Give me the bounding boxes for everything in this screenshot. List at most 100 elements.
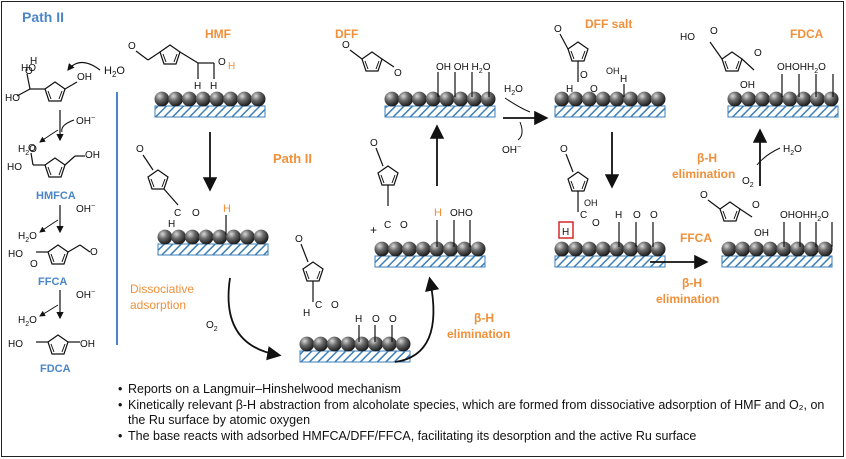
adsorbed-salt-beta-h: O C OH O: [560, 144, 600, 229]
svg-text:H2O: H2O: [783, 144, 802, 157]
dff-salt-molecule: O H O O: [554, 24, 598, 95]
ru-atom: [395, 336, 411, 352]
svg-text:+: +: [370, 223, 377, 237]
ru-atom: [735, 241, 750, 257]
adsorbed-alkoxide-1: O H C O: [136, 144, 200, 230]
ru-atom: [250, 91, 266, 107]
ru-atom: [650, 241, 666, 257]
svg-text:H2O: H2O: [18, 231, 37, 244]
svg-text:OH−: OH−: [76, 289, 95, 301]
surface-slab: [721, 255, 833, 268]
ru-atom: [623, 241, 638, 257]
ru-atom: [327, 336, 342, 352]
svg-text:OHO: OHO: [450, 208, 473, 219]
ru-atom: [595, 241, 611, 257]
ru-surface: [721, 241, 833, 268]
ru-atom: [368, 336, 383, 352]
svg-text:H: H: [620, 74, 627, 85]
svg-text:H: H: [303, 308, 310, 319]
ru-surface: [727, 91, 839, 118]
svg-text:H: H: [194, 81, 201, 92]
svg-text:H: H: [30, 56, 37, 67]
svg-text:C: C: [174, 208, 181, 219]
svg-text:HO: HO: [8, 339, 23, 350]
ru-atom: [782, 91, 798, 107]
ru-atom: [398, 91, 413, 107]
svg-text:OH−: OH−: [76, 203, 95, 215]
ru-surface: [157, 229, 269, 256]
left-path-panel: Path II HO HO OH O H H2O OH− H2O: [5, 9, 125, 375]
ru-atom: [384, 91, 400, 107]
ru-surface: [554, 241, 666, 268]
ru-atom: [762, 241, 778, 257]
surface-slab: [157, 243, 269, 256]
hmfca-label: HMFCA: [36, 190, 76, 202]
svg-text:O: O: [394, 68, 402, 79]
ru-atom: [554, 91, 570, 107]
svg-text:OH: OH: [80, 339, 95, 350]
ru-atom: [425, 91, 441, 107]
ru-atom: [623, 91, 638, 107]
svg-text:O: O: [554, 24, 562, 35]
ru-atom: [198, 229, 214, 245]
ru-surface: [384, 91, 496, 118]
svg-text:HO: HO: [680, 32, 695, 43]
svg-text:OHOHH2O: OHOHH2O: [777, 62, 826, 75]
ru-atom: [240, 229, 255, 245]
ru-atom: [209, 91, 225, 107]
ru-atom: [223, 91, 238, 107]
ru-atom: [609, 91, 625, 107]
arrow-curve-o2: [227, 277, 282, 361]
surface-slab: [554, 105, 666, 118]
ru-atom: [253, 229, 269, 245]
h2o-release-curve: [504, 97, 531, 113]
ru-surface: [554, 91, 666, 118]
elimination-label-2: elimination: [672, 167, 735, 181]
beta-h-label-1: β-H: [474, 311, 494, 325]
ru-atom: [171, 229, 186, 245]
svg-text:O: O: [192, 208, 200, 219]
svg-text:H: H: [615, 210, 622, 221]
ru-atom: [582, 91, 597, 107]
svg-text:O2: O2: [742, 176, 754, 189]
ru-atom: [388, 241, 403, 257]
ru-atom: [582, 241, 597, 257]
svg-text:HO: HO: [8, 249, 23, 260]
ru-atom: [595, 91, 611, 107]
fdca-label: FDCA: [790, 27, 824, 41]
ru-atom: [721, 241, 737, 257]
fdca-molecule: HO O O OH: [680, 26, 762, 91]
svg-text:OH−: OH−: [502, 144, 521, 156]
svg-text:O: O: [25, 66, 33, 77]
svg-text:H: H: [434, 207, 442, 219]
svg-text:HO: HO: [7, 162, 22, 173]
ru-atom: [340, 336, 356, 352]
svg-text:O: O: [590, 84, 598, 95]
ru-atom: [467, 91, 482, 107]
hmfca-molecule: HO O OH: [7, 143, 100, 178]
notes-list: •Reports on a Langmuir–Hinshelwood mecha…: [118, 382, 838, 444]
dissociative-label: Dissociative: [130, 282, 194, 296]
ru-atom: [823, 91, 839, 107]
svg-text:O: O: [710, 26, 718, 37]
ru-atom: [776, 241, 792, 257]
svg-text:OH OH H2O: OH OH H2O: [436, 62, 491, 75]
ru-atom: [354, 336, 370, 352]
ru-atom: [429, 241, 445, 257]
note-item: •Kinetically relevant β-H abstraction fr…: [118, 397, 825, 428]
beta-h-label-3: β-H: [682, 276, 702, 290]
surface-slab: [374, 255, 486, 268]
svg-text:C: C: [384, 220, 391, 231]
svg-text:O: O: [752, 200, 760, 211]
ru-atom: [453, 91, 468, 107]
svg-text:O: O: [136, 144, 144, 155]
ru-atom: [637, 241, 652, 257]
ru-atom: [313, 336, 328, 352]
svg-text:HO: HO: [21, 63, 36, 74]
ru-surface: [374, 241, 486, 268]
ru-surfaces: [154, 72, 839, 363]
fdca-label-left: FDCA: [40, 363, 71, 375]
ru-atom: [810, 91, 825, 107]
svg-text:O: O: [592, 218, 600, 229]
svg-text:O: O: [342, 40, 350, 51]
